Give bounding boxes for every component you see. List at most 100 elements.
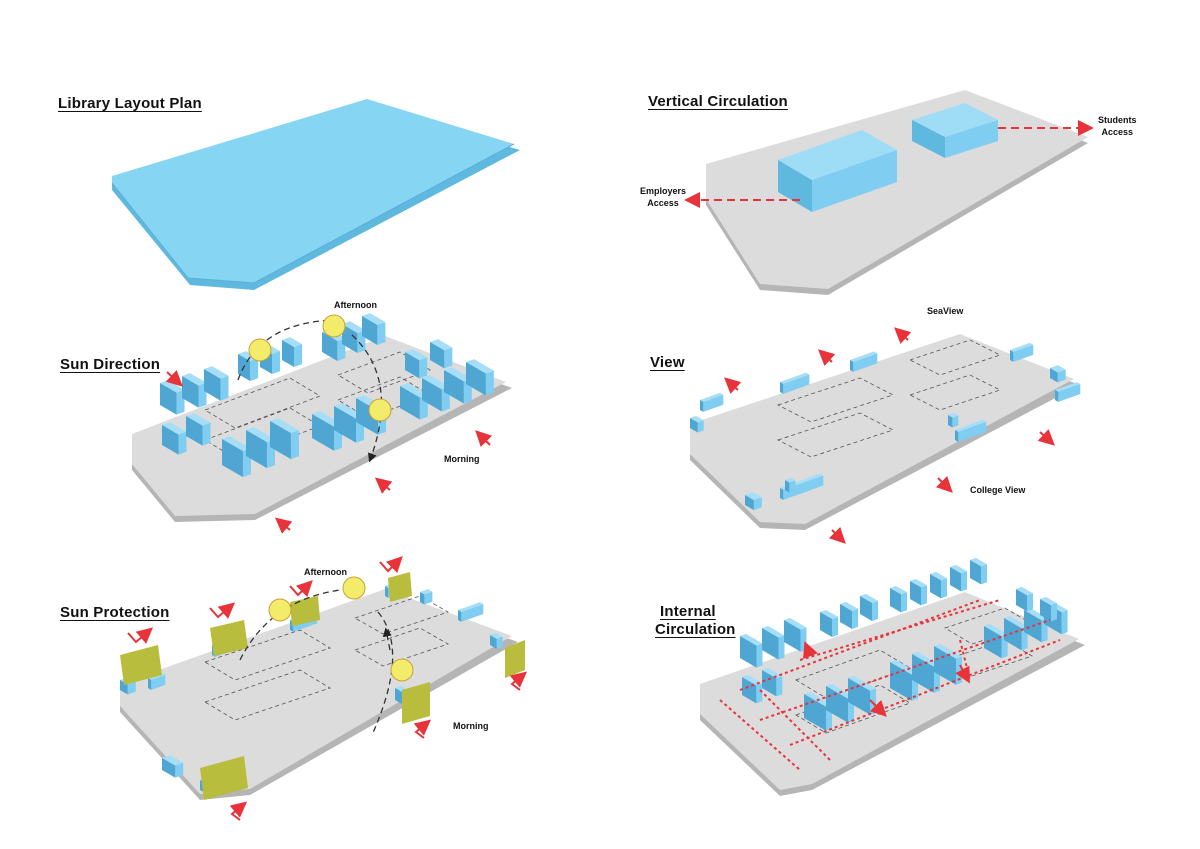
shelf-block-side xyxy=(312,414,334,451)
shelf-block-top xyxy=(850,351,878,362)
title-internal-circulation-line2: Circulation xyxy=(655,621,736,638)
shelf-block-side xyxy=(762,670,777,697)
shelf-block-side xyxy=(912,654,934,693)
shelf-block-front xyxy=(981,564,987,585)
shelf-block-front xyxy=(800,627,807,652)
shelf-block-front xyxy=(756,683,763,704)
shelf-block-side xyxy=(342,324,358,353)
shelf-block-side xyxy=(204,369,221,401)
shelf-block-side xyxy=(948,415,953,428)
shelf-block-front xyxy=(852,608,859,630)
label-college-view: College View xyxy=(970,485,1026,495)
shelf-block-side xyxy=(334,406,356,443)
shelf-block-top xyxy=(930,571,947,581)
shelf-block-top xyxy=(186,413,211,426)
shelf-block-side xyxy=(850,360,854,372)
shelf-block-front xyxy=(778,635,785,660)
shelf-block-side xyxy=(270,421,291,460)
shelf-block-top xyxy=(690,415,704,423)
shelf-block-front xyxy=(956,656,962,685)
shelf-block-top xyxy=(762,625,785,638)
shelf-block-side xyxy=(890,662,912,701)
shelf-block-side xyxy=(182,376,199,408)
shelf-block-top xyxy=(950,564,967,574)
shelf-block-side xyxy=(910,581,921,606)
shelf-block-side xyxy=(362,316,378,345)
shelf-block-side xyxy=(400,386,420,420)
shelf-block-top xyxy=(466,359,494,374)
shelf-block-top xyxy=(1024,607,1048,621)
shelf-block-side xyxy=(1050,368,1058,383)
sun-shades xyxy=(120,572,525,800)
shelf-block-front xyxy=(1027,593,1033,612)
label-morning-2: Morning xyxy=(453,721,489,731)
title-vertical-circulation: Vertical Circulation xyxy=(648,93,788,110)
shelf-block-side xyxy=(950,567,961,592)
shelf-block-top xyxy=(740,633,763,646)
shelf-block-front xyxy=(290,430,299,460)
shelf-block-top xyxy=(222,436,251,452)
shelf-block-front xyxy=(419,357,428,379)
shelf-block-top xyxy=(784,617,807,630)
shelf-block-front xyxy=(921,585,927,606)
shelf-block-top xyxy=(890,659,918,675)
shelf-block-top xyxy=(762,667,783,679)
shelf-block-side xyxy=(740,636,757,668)
shelf-block-front xyxy=(776,676,783,697)
internal-circulation-blocks xyxy=(740,557,1068,731)
shelf-block-front xyxy=(175,762,184,778)
shelf-block-side xyxy=(356,398,378,435)
shelf-block-top xyxy=(860,593,879,604)
shelf-block-front xyxy=(1051,603,1057,622)
shelf-block-top xyxy=(984,623,1008,637)
shelf-block-side xyxy=(804,694,826,731)
sun-protection-floor xyxy=(120,589,518,800)
shelf-block-top xyxy=(934,643,962,659)
shelf-block-top xyxy=(490,632,503,639)
shelf-block-top xyxy=(948,412,959,418)
shelf-block-front xyxy=(958,421,987,442)
shelf-block-top xyxy=(780,372,810,384)
shelf-block-side xyxy=(430,342,445,369)
shelf-block-top xyxy=(162,422,187,435)
shelf-block-front xyxy=(496,636,503,649)
shelf-block-side xyxy=(970,560,981,585)
shelf-block-front xyxy=(961,571,967,592)
shelf-block-top xyxy=(444,367,472,382)
shelf-block-side xyxy=(840,604,853,630)
shelf-block-side xyxy=(1055,390,1059,402)
shelf-block-top xyxy=(458,602,484,612)
shelf-block-front xyxy=(485,370,494,396)
shelf-block-top xyxy=(420,589,433,595)
shelf-block-side xyxy=(385,586,389,598)
title-view: View xyxy=(650,354,685,371)
shelf-block-top xyxy=(1016,586,1033,596)
shelf-block-top xyxy=(246,427,275,443)
shelf-block-side xyxy=(700,400,704,412)
sun-icons-direction xyxy=(248,314,392,422)
shelf-block-front xyxy=(872,600,879,622)
view-volumes xyxy=(776,339,1002,458)
shelf-block-top xyxy=(1055,382,1081,392)
label-afternoon: Afternoon xyxy=(334,300,377,310)
shelf-block-side xyxy=(405,352,420,379)
shelf-block-side xyxy=(934,646,956,685)
shelf-block-side xyxy=(785,480,790,493)
shelf-block-front xyxy=(151,674,166,690)
shelf-block-side xyxy=(458,610,462,622)
shelf-block-top xyxy=(890,585,907,595)
students-block xyxy=(912,103,998,158)
shelf-block-top xyxy=(970,557,987,567)
shelf-block-top xyxy=(182,373,207,386)
shelf-block-front xyxy=(250,358,259,382)
shelf-block-front xyxy=(783,374,810,394)
shelf-block-front xyxy=(789,480,796,493)
shelf-block-side xyxy=(282,340,295,368)
shelf-block-side xyxy=(984,626,1002,659)
label-afternoon-2: Afternoon xyxy=(304,567,347,577)
shelf-block-front xyxy=(444,347,453,369)
shelf-block-front xyxy=(294,344,303,368)
shelf-block-side xyxy=(955,430,959,442)
shelf-block-side xyxy=(742,677,757,704)
